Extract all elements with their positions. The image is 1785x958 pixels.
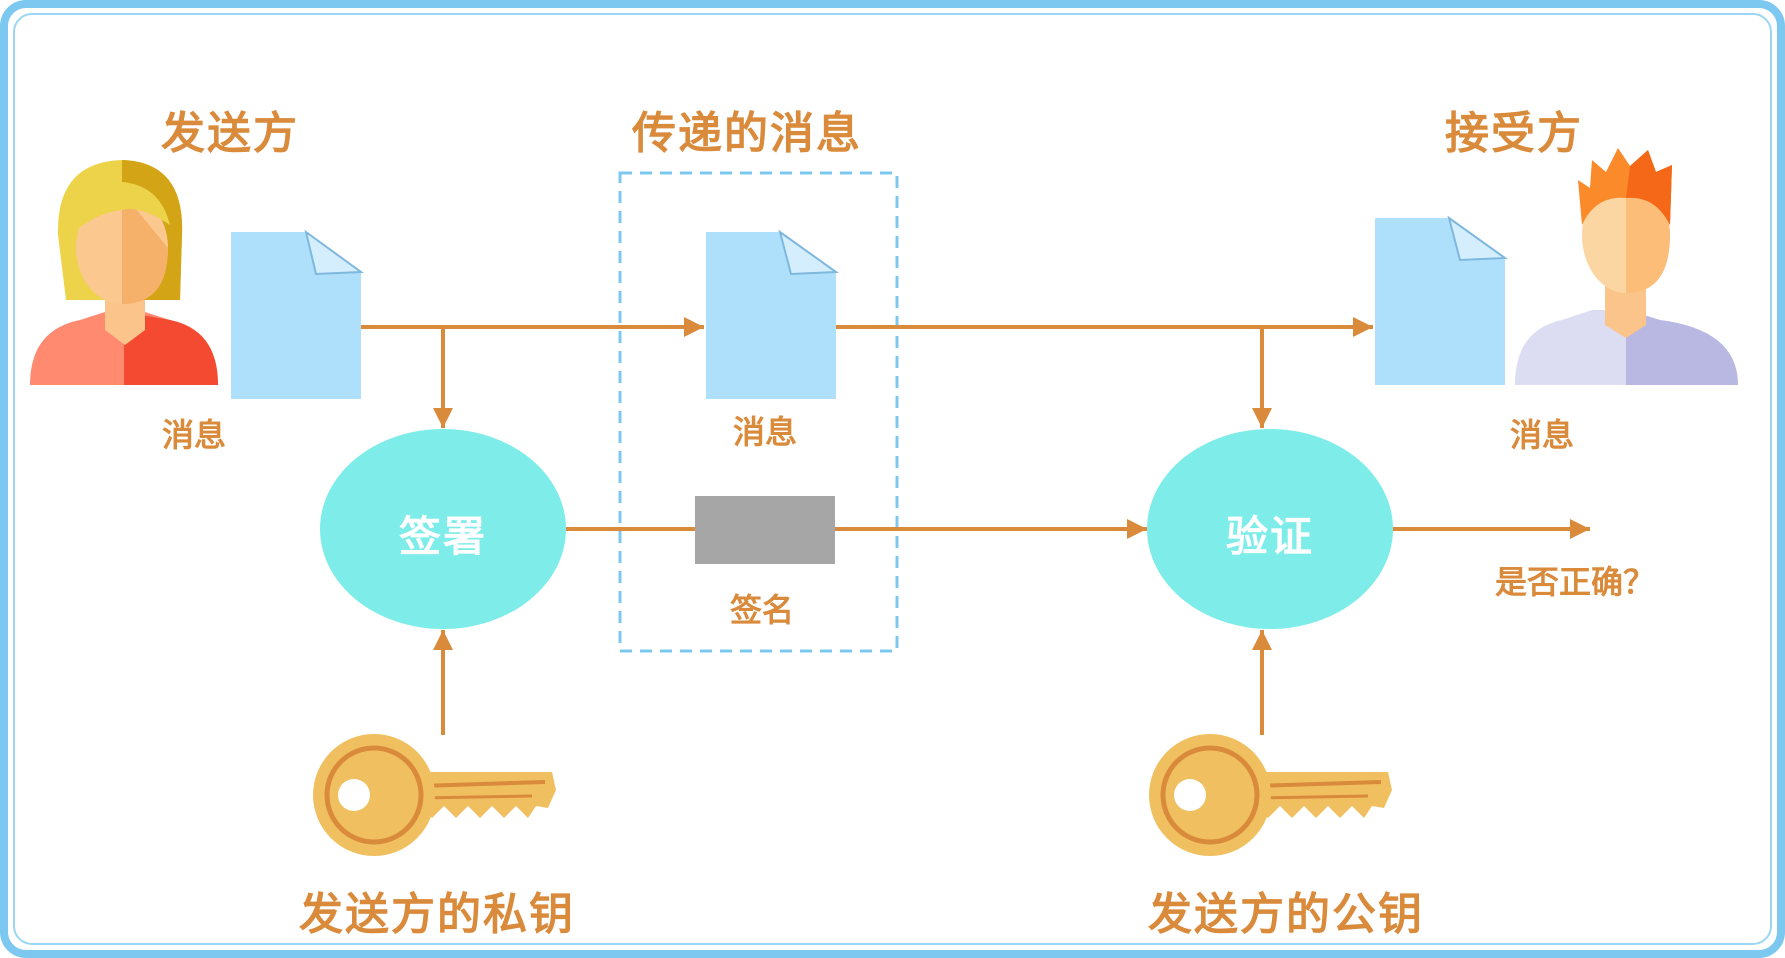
sender-document-icon xyxy=(231,229,364,399)
sender-avatar-icon xyxy=(30,160,218,385)
transit-box xyxy=(618,171,899,653)
transit-document-label: 消息 xyxy=(732,413,798,451)
signature-block xyxy=(695,496,835,564)
transit-heading: 传递的消息 xyxy=(632,108,862,159)
transit-document-icon xyxy=(706,229,839,399)
verify-node-label: 验证 xyxy=(1225,512,1315,561)
sender-document-label: 消息 xyxy=(161,416,227,454)
public-key-label: 发送方的公钥 xyxy=(1148,889,1424,940)
sign-node xyxy=(320,429,566,629)
private-key-label: 发送方的私钥 xyxy=(299,889,575,940)
inner-frame xyxy=(13,13,1772,945)
verify-node xyxy=(1147,429,1393,629)
sign-node-label: 签署 xyxy=(398,512,488,561)
public-key-icon xyxy=(1149,734,1392,856)
private-key-icon xyxy=(313,734,556,856)
receiver-heading: 接受方 xyxy=(1445,108,1583,159)
signature-label: 签名 xyxy=(729,591,795,629)
receiver-document-icon xyxy=(1375,215,1508,385)
result-label: 是否正确？ xyxy=(1495,563,1656,601)
receiver-avatar-icon xyxy=(1515,148,1738,385)
receiver-document-label: 消息 xyxy=(1509,416,1575,454)
sender-heading: 发送方 xyxy=(161,108,299,159)
